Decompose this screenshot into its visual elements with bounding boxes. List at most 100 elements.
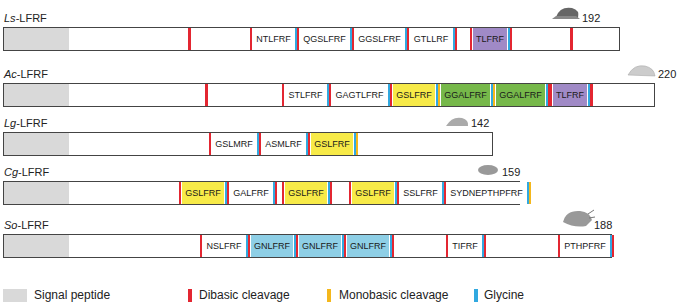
- peptide-box: PTHPFRF: [561, 235, 609, 257]
- cleavage-mark: [550, 84, 552, 106]
- peptide-box: GSLFRF: [311, 133, 353, 155]
- cleavage-mark: [529, 182, 531, 204]
- precursor-name: Lg-LFRF: [4, 117, 47, 130]
- precursor-bar: Ls-LFRF192NTLFRFQGSLFRFGGSLFRFGTLLRFTLFR…: [3, 27, 620, 51]
- peptide-sequence: GSLFRF: [314, 139, 350, 149]
- peptide-box: GGALFRF: [496, 84, 545, 106]
- peptide-sequence: GSLFRF: [355, 188, 391, 198]
- peptide-box: TIFRF: [449, 235, 481, 257]
- peptide-box: GTLLRF: [410, 28, 452, 50]
- peptide-sequence: ASMLRF: [265, 139, 302, 149]
- peptide-box: GALFRF: [230, 182, 272, 204]
- peptide-box: GSLFRF: [352, 182, 394, 204]
- peptide-sequence: GSLFRF: [288, 188, 324, 198]
- peptide-sequence: SSLFRF: [403, 188, 438, 198]
- peptide-sequence: GAGTLFRF: [335, 90, 383, 100]
- length-number: 220: [658, 68, 676, 81]
- signal-peptide: [4, 28, 69, 50]
- length-number: 142: [471, 117, 489, 130]
- peptide-sequence: PTHPFRF: [564, 241, 606, 251]
- cleavage-mark: [205, 84, 208, 106]
- precursor-name: Ls-LFRF: [4, 12, 47, 25]
- cleavage-mark: [612, 235, 614, 257]
- peptide-box: GNLFRF: [251, 235, 293, 257]
- precursor-name: Ac-LFRF: [4, 68, 48, 81]
- cleavage-mark: [330, 182, 332, 204]
- cleavage-mark: [282, 182, 284, 204]
- peptide-sequence: NTLFRF: [256, 34, 291, 44]
- cleavage-mark: [308, 133, 310, 155]
- peptide-sequence: NSLFRF: [206, 241, 241, 251]
- peptide-box: NTLFRF: [253, 28, 294, 50]
- cleavage-mark: [470, 28, 472, 50]
- legend-text: Glycine: [484, 288, 524, 303]
- peptide-box: STLFRF: [285, 84, 326, 106]
- peptide-box: ASMLRF: [262, 133, 305, 155]
- cleavage-mark: [250, 28, 252, 50]
- precursor-bar: Cg-LFRF159GSLFRFGALFRFGSLFRFGSLFRFSSLFRF…: [3, 181, 520, 205]
- peptide-sequence: TLFRF: [556, 90, 584, 100]
- cleavage-mark: [510, 28, 512, 50]
- cleavage-mark: [356, 133, 358, 155]
- precursor-bar: Ac-LFRF220STLFRFGAGTLFRFGSLFRFGGALFRFGGA…: [3, 83, 655, 107]
- peptide-box: GGSLFRF: [355, 28, 404, 50]
- cleavage-mark: [275, 182, 277, 204]
- cleavage-mark: [248, 235, 250, 257]
- cleavage-mark: [188, 28, 191, 50]
- peptide-box: GAGTLFRF: [332, 84, 387, 106]
- peptide-sequence: GTLLRF: [414, 34, 449, 44]
- cleavage-mark: [446, 235, 448, 257]
- peptide-sequence: SYDNEPTHPFRF: [450, 188, 523, 198]
- cleavage-mark: [590, 84, 592, 106]
- peptide-box: SSLFRF: [400, 182, 441, 204]
- cleavage-mark: [397, 182, 399, 204]
- legend-text: Dibasic cleavage: [199, 288, 290, 303]
- peptide-sequence: STLFRF: [288, 90, 322, 100]
- cleavage-mark: [493, 84, 495, 106]
- cleavage-mark: [407, 28, 409, 50]
- cleavage-mark: [570, 28, 573, 50]
- peptide-box: GSLFRF: [182, 182, 224, 204]
- legend-swatch: [474, 289, 478, 302]
- precursor-bar: Lg-LFRF142GSLMRFASMLRFGSLFRF: [3, 132, 493, 156]
- peptide-sequence: GGALFRF: [444, 90, 487, 100]
- cleavage-mark: [484, 235, 486, 257]
- peptide-sequence: GSLFRF: [185, 188, 221, 198]
- cleavage-mark: [227, 182, 229, 204]
- peptide-box: TLFRF: [553, 84, 587, 106]
- peptide-box: SYDNEPTHPFRF: [447, 182, 526, 204]
- peptide-sequence: QGSLFRF: [303, 34, 346, 44]
- peptide-sequence: GNLFRF: [350, 241, 386, 251]
- length-number: 159: [502, 166, 520, 179]
- signal-peptide: [4, 133, 69, 155]
- cuttlefish-icon: [563, 210, 595, 227]
- legend-text: Monobasic cleavage: [339, 288, 448, 303]
- length-number: 192: [582, 12, 600, 25]
- cleavage-mark: [349, 182, 351, 204]
- cleavage-mark: [444, 182, 446, 204]
- legend-swatch: [3, 289, 27, 302]
- cleavage-mark: [329, 84, 331, 106]
- legend-swatch: [327, 289, 331, 302]
- sea-hare-icon: [628, 66, 655, 76]
- cleavage-mark: [282, 84, 284, 106]
- signal-peptide: [4, 84, 69, 106]
- peptide-sequence: GGALFRF: [499, 90, 542, 100]
- limpet-icon: [446, 118, 468, 126]
- peptide-sequence: GGSLFRF: [358, 34, 401, 44]
- cleavage-mark: [259, 133, 261, 155]
- peptide-box: GNLFRF: [299, 235, 341, 257]
- precursor-bar: So-LFRF188NSLFRFGNLFRFGNLFRFGNLFRFTIFRFP…: [3, 234, 612, 258]
- peptide-box: GSLFRF: [393, 84, 435, 106]
- peptide-sequence: TIFRF: [452, 241, 478, 251]
- cleavage-mark: [392, 235, 394, 257]
- peptide-box: GSLFRF: [285, 182, 327, 204]
- cleavage-mark: [344, 235, 346, 257]
- peptide-sequence: GNLFRF: [254, 241, 290, 251]
- precursor-name: So-LFRF: [4, 219, 49, 232]
- peptide-sequence: GSLFRF: [396, 90, 432, 100]
- peptide-sequence: GNLFRF: [302, 241, 338, 251]
- cleavage-mark: [558, 235, 560, 257]
- cleavage-mark: [455, 28, 457, 50]
- precursor-name: Cg-LFRF: [4, 166, 49, 179]
